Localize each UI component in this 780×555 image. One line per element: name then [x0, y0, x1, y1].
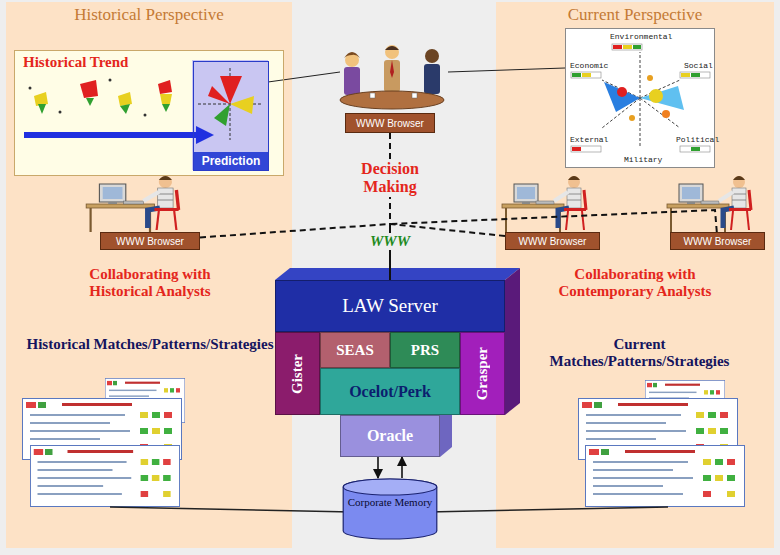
analyst-figure	[667, 176, 751, 232]
analyst-figure	[86, 176, 178, 232]
node-text: Corporate Memory	[348, 496, 433, 508]
prediction-ground	[192, 60, 268, 170]
node-text: Environmental	[610, 32, 672, 42]
node-text: PRS	[411, 342, 439, 359]
left-panel-ground	[6, 2, 292, 548]
browser-box: WWW Browser	[505, 232, 600, 250]
memory-link	[428, 507, 668, 512]
node-text: WWW Browser	[116, 236, 184, 247]
analyst-figure	[502, 176, 586, 232]
browser-box: WWW Browser	[670, 232, 765, 250]
node-text: Historical Perspective	[6, 2, 292, 25]
node-text: Gister	[289, 354, 306, 394]
database-box: Oracle	[340, 415, 440, 457]
chart-ground	[565, 28, 715, 168]
server-3d-sides	[275, 268, 520, 457]
node-text: External	[570, 135, 608, 145]
module-box: Gister	[275, 332, 320, 415]
browser-box: WWW Browser	[100, 232, 200, 250]
node-text: SEAS	[336, 342, 374, 359]
cylinder-outline	[342, 478, 438, 540]
document-stack	[579, 380, 745, 506]
document-stack	[23, 378, 185, 506]
node-text: Oracle	[367, 427, 413, 445]
arrow-connector	[377, 457, 379, 478]
activity-label: Collaborating with Historical Analysts	[60, 266, 240, 301]
leader-line	[448, 68, 565, 72]
chart-box: EnvironmentalEconomicSocialExternalPolit…	[565, 28, 715, 168]
section-label: Current Matches/Patterns/Strategies	[522, 336, 757, 371]
module-box: Ocelot/Perk	[320, 368, 460, 415]
node-text: WWW Browser	[356, 118, 424, 129]
prediction-box: Prediction	[193, 61, 269, 171]
trend-box: Historical TrendPrediction	[14, 50, 284, 176]
prediction-radar	[198, 68, 262, 140]
node-text: Current Perspective	[496, 2, 774, 25]
module-box: SEAS	[320, 332, 390, 368]
leader-line	[268, 72, 340, 82]
node-text: Ocelot/Perk	[349, 383, 431, 401]
activity-label: Decision Making	[345, 160, 435, 197]
trend-figures	[29, 79, 173, 117]
node-text: Military	[624, 155, 662, 165]
arrow-connector	[401, 457, 403, 478]
section-label: Historical Matches/Patterns/Strategies	[20, 336, 280, 353]
browser-box: WWW Browser	[345, 113, 435, 133]
node-text: WWW Browser	[519, 236, 587, 247]
module-box: PRS	[390, 332, 460, 368]
node-text: Political	[676, 135, 719, 145]
node-text: Prediction	[194, 152, 268, 170]
meeting-figure	[340, 45, 444, 109]
node-text: Economic	[570, 61, 608, 71]
server-box: LAW Server	[275, 280, 505, 332]
node-text: Social	[684, 61, 713, 71]
trend-ground	[14, 50, 284, 176]
activity-label: Collaborating with Contemporary Analysts	[545, 266, 725, 301]
module-box: Grasper	[460, 332, 505, 415]
memory-link	[110, 507, 352, 512]
node-text: LAW Server	[342, 295, 438, 317]
network-label: WWW	[364, 233, 416, 250]
trend-arrow	[24, 126, 214, 144]
node-text: WWW Browser	[684, 236, 752, 247]
dashed-connector	[200, 224, 390, 280]
node-text: Grasper	[474, 347, 491, 400]
storage-cylinder: Corporate Memory	[342, 478, 438, 540]
right-panel-ground	[496, 2, 774, 548]
